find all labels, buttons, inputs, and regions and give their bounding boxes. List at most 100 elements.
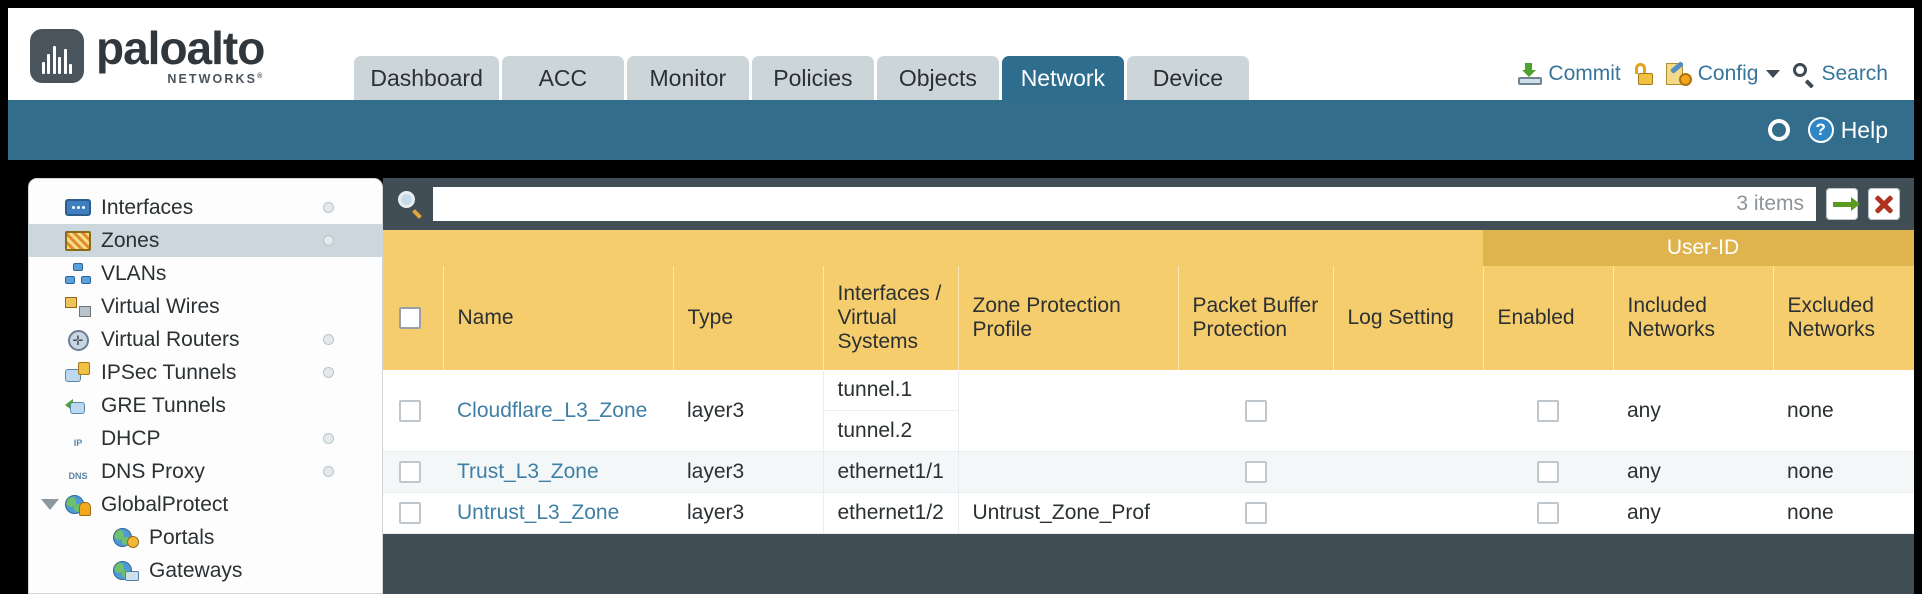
- tab-monitor[interactable]: Monitor: [626, 56, 749, 100]
- packet-buffer-checkbox[interactable]: [1244, 399, 1267, 422]
- apply-filter-button[interactable]: [1826, 188, 1860, 220]
- select-all-checkbox[interactable]: [399, 307, 421, 329]
- sidebar-item-label: VLANs: [101, 261, 167, 285]
- zone-link[interactable]: Untrust_L3_Zone: [457, 501, 620, 524]
- row-checkbox[interactable]: [399, 399, 421, 422]
- chevron-down-icon: [1766, 70, 1781, 78]
- commit-icon: [1518, 63, 1543, 85]
- virtual-wires-icon: [65, 296, 91, 318]
- zone-link[interactable]: Trust_L3_Zone: [457, 460, 599, 483]
- packet-buffer-checkbox[interactable]: [1244, 461, 1267, 483]
- cell-name: Cloudflare_L3_Zone: [443, 370, 673, 452]
- gateways-icon: [113, 560, 139, 582]
- zone-link[interactable]: Cloudflare_L3_Zone: [457, 398, 648, 422]
- sidebar-item-virtual-routers[interactable]: Virtual Routers: [29, 323, 382, 356]
- sidebar: Interfaces Zones VLANs Virtual Wires Vir…: [28, 178, 383, 594]
- expand-triangle-icon[interactable]: [41, 499, 59, 510]
- col-excluded-networks[interactable]: Excluded Networks: [1772, 266, 1914, 370]
- status-dot: [323, 367, 334, 378]
- tab-device[interactable]: Device: [1126, 56, 1249, 100]
- status-dot: [323, 202, 334, 213]
- refresh-icon[interactable]: [1766, 118, 1794, 142]
- vlans-icon: [65, 262, 91, 285]
- row-checkbox[interactable]: [399, 502, 421, 524]
- close-icon: [1874, 194, 1894, 214]
- tab-acc[interactable]: ACC: [501, 56, 624, 100]
- config-icon: [1665, 60, 1692, 86]
- sidebar-item-dns-proxy[interactable]: DNS DNS Proxy: [29, 455, 382, 488]
- cell-zone-protection-profile: [958, 451, 1178, 493]
- row-checkbox[interactable]: [399, 461, 421, 483]
- tab-policies[interactable]: Policies: [751, 56, 874, 100]
- sidebar-item-gre-tunnels[interactable]: GRE Tunnels: [29, 389, 382, 422]
- sidebar-item-label: DHCP: [101, 426, 161, 450]
- cell-included-networks: any: [1613, 451, 1773, 493]
- sidebar-item-label: Virtual Wires: [101, 294, 220, 318]
- sidebar-item-interfaces[interactable]: Interfaces: [29, 191, 382, 224]
- col-packet-buffer-protection[interactable]: Packet Buffer Protection: [1177, 266, 1333, 370]
- cell-excluded-networks: none: [1773, 370, 1914, 452]
- table-row[interactable]: Cloudflare_L3_Zone layer3 tunnel.1 tunne…: [383, 370, 1914, 452]
- cell-excluded-networks: none: [1773, 492, 1914, 534]
- status-dot: [323, 235, 334, 246]
- search-input-wrapper[interactable]: 3 items: [433, 187, 1816, 221]
- tab-objects[interactable]: Objects: [876, 56, 999, 100]
- search-button[interactable]: Search: [1793, 62, 1888, 88]
- unlock-icon[interactable]: [1634, 63, 1653, 85]
- sidebar-item-ipsec-tunnels[interactable]: IPSec Tunnels: [29, 356, 382, 389]
- brand-tagline: NETWORKS®: [167, 72, 265, 87]
- table-row[interactable]: Trust_L3_Zone layer3 ethernet1/1 any non…: [383, 451, 1914, 493]
- sidebar-item-label: GlobalProtect: [101, 492, 229, 516]
- commit-button[interactable]: Commit: [1518, 62, 1621, 86]
- col-name[interactable]: Name: [442, 266, 673, 370]
- brand-logo[interactable]: paloalto NETWORKS®: [30, 25, 265, 87]
- col-type[interactable]: Type: [672, 266, 823, 370]
- sidebar-item-dhcp[interactable]: IP DHCP: [29, 422, 382, 455]
- packet-buffer-checkbox[interactable]: [1244, 502, 1267, 524]
- interfaces-icon: [65, 197, 91, 219]
- cell-userid-enabled: [1483, 451, 1613, 493]
- sidebar-item-zones[interactable]: Zones: [29, 224, 382, 257]
- table-header-row: Name Type Interfaces / Virtual Systems Z…: [383, 266, 1914, 370]
- sidebar-item-gateways[interactable]: Gateways: [29, 554, 382, 587]
- search-label: Search: [1821, 62, 1888, 85]
- gre-tunnels-icon: [65, 395, 91, 417]
- globalprotect-icon: [65, 494, 91, 516]
- cell-packet-buffer-protection: [1178, 451, 1333, 493]
- sidebar-item-label: Interfaces: [101, 195, 194, 219]
- col-included-networks[interactable]: Included Networks: [1612, 266, 1773, 370]
- cell-interfaces: ethernet1/1: [822, 451, 959, 493]
- col-interfaces-virtual-systems[interactable]: Interfaces / Virtual Systems: [822, 266, 958, 370]
- sidebar-item-vlans[interactable]: VLANs: [29, 257, 382, 290]
- config-menu[interactable]: Config: [1665, 60, 1781, 86]
- interface-item: tunnel.2: [837, 419, 913, 442]
- cell-packet-buffer-protection: [1178, 370, 1333, 452]
- cell-type: layer3: [673, 492, 823, 534]
- top-actions: Commit Config Search: [1518, 60, 1888, 88]
- help-question-icon: ?: [1807, 117, 1834, 143]
- help-button[interactable]: ? Help: [1807, 117, 1888, 144]
- col-userid-enabled[interactable]: Enabled: [1482, 266, 1613, 370]
- sidebar-item-portals[interactable]: Portals: [29, 521, 382, 554]
- cell-zone-protection-profile: [958, 370, 1178, 452]
- clear-filter-button[interactable]: [1868, 188, 1900, 220]
- sidebar-item-virtual-wires[interactable]: Virtual Wires: [29, 290, 382, 323]
- table-row[interactable]: Untrust_L3_Zone layer3 ethernet1/2 Untru…: [383, 492, 1914, 534]
- cell-name: Trust_L3_Zone: [443, 451, 673, 493]
- userid-enabled-checkbox[interactable]: [1537, 461, 1559, 483]
- userid-enabled-checkbox[interactable]: [1537, 399, 1559, 422]
- sidebar-item-globalprotect[interactable]: GlobalProtect: [29, 488, 382, 521]
- brand-text: paloalto NETWORKS®: [96, 25, 265, 87]
- col-log-setting[interactable]: Log Setting: [1332, 266, 1483, 370]
- cell-included-networks: any: [1613, 370, 1773, 452]
- tab-network[interactable]: Network: [1001, 56, 1124, 100]
- portals-icon: [113, 527, 139, 549]
- cell-type: layer3: [673, 370, 823, 452]
- cell-log-setting: [1333, 492, 1483, 534]
- col-zone-protection-profile[interactable]: Zone Protection Profile: [957, 266, 1178, 370]
- userid-enabled-checkbox[interactable]: [1537, 502, 1559, 524]
- filter-search-icon[interactable]: [397, 191, 423, 219]
- tab-dashboard[interactable]: Dashboard: [354, 56, 499, 100]
- sidebar-item-label: Zones: [101, 228, 160, 252]
